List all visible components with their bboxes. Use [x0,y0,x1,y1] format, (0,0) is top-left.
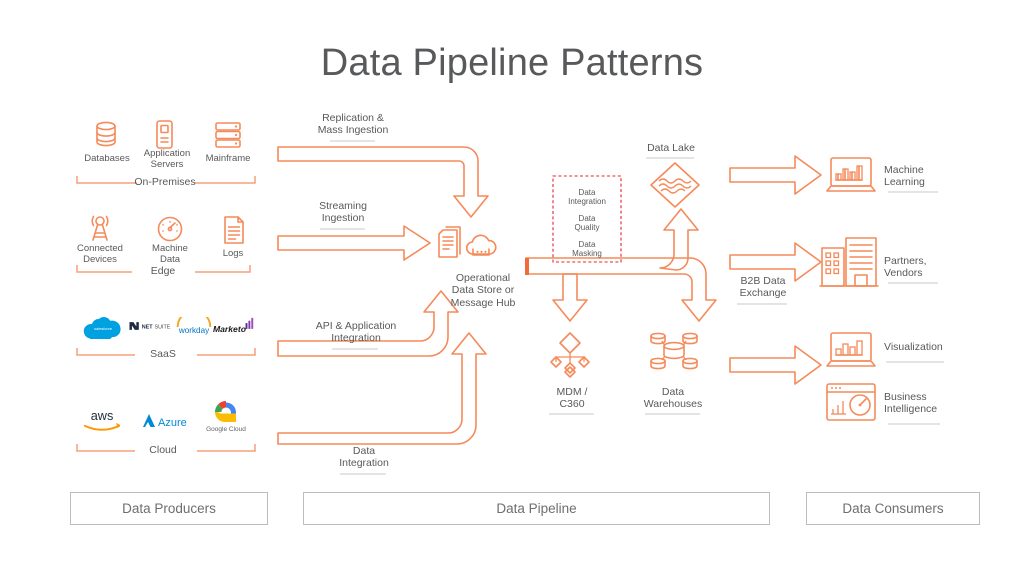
channel-label-rules [320,140,386,475]
svg-text:Google Cloud: Google Cloud [206,426,246,433]
target-label-data-lake: Data Lake [647,142,695,154]
arrow-to-mdm [552,273,588,322]
bracket-edge [76,265,251,273]
netsuite-logo: NET SUITE [128,319,182,333]
producer-group-label-cloud: Cloud [149,444,177,456]
target-label-rules [549,157,700,415]
producer-label-mainframe: Mainframe [205,153,251,164]
dashboard-gauge-icon [826,383,876,421]
footer-band-label: Data Consumers [842,501,944,516]
arrow-to-machine-learning [729,155,822,195]
producer-label-logs: Logs [222,248,244,259]
data-warehouse-icon [650,332,698,370]
application-server-icon [156,120,173,149]
arrow-to-data-lake [659,208,699,271]
mdm-hierarchy-icon [550,332,590,378]
svg-text:salesforce: salesforce [94,326,112,331]
page-title: Data Pipeline Patterns [320,42,704,84]
bracket-cloud [76,444,256,452]
consumer-label-rules [886,191,944,425]
bracket-saas [76,348,256,356]
laptop-chart-icon-viz [826,332,876,367]
consumer-label-partners-vendors: Partners,Vendors [884,255,927,280]
footer-band-data-consumers: Data Consumers [806,492,980,525]
svg-text:NET: NET [142,324,153,330]
antenna-icon [91,215,109,241]
data-lake-icon [650,162,700,208]
arrow-to-visualization [729,345,822,385]
marketo-logo: Marketo [212,316,258,336]
footer-band-label: Data Pipeline [496,501,577,516]
laptop-chart-icon-ml [826,157,876,192]
documents-cloud-icon [438,226,497,258]
svg-text:aws: aws [91,408,114,423]
logs-icon [224,216,244,244]
consumer-label-visualization: Visualization [884,341,943,353]
pipeline-central-bar [525,257,717,322]
producer-group-label-on-premises: On-Premises [134,176,196,188]
buildings-icon [819,237,879,287]
footer-band-label: Data Producers [122,501,216,516]
gauge-icon [157,216,183,242]
aws-logo: aws [80,406,124,434]
database-icon [96,121,116,147]
azure-logo: Azure [135,410,195,432]
target-label-mdm-c360: MDM /C360 [556,386,588,411]
svg-text:SUITE: SUITE [155,324,171,330]
mainframe-icon [215,122,241,148]
svg-text:workday: workday [178,326,210,335]
producer-group-label-saas: SaaS [150,348,176,360]
workday-logo: workday [170,317,218,335]
svg-text:Azure: Azure [158,417,187,429]
producer-group-label-edge: Edge [150,265,176,277]
footer-band-data-pipeline: Data Pipeline [303,492,770,525]
google-cloud-logo: Google Cloud [200,396,252,434]
arrow-api-application-integration [277,290,459,357]
processing-dashed-box [552,175,622,263]
bracket-on-premises [76,176,256,184]
svg-text:Marketo: Marketo [213,324,246,334]
arrow-streaming-ingestion [277,225,431,261]
arrow-data-integration [277,332,487,445]
producer-label-databases: Databases [84,153,130,164]
salesforce-logo: salesforce [80,313,126,339]
arrow-replication-mass-ingestion [277,146,489,218]
arrow-b2b-data-exchange [729,242,822,282]
footer-band-data-producers: Data Producers [70,492,268,525]
channel-label-replication-mass-ingestion: Replication &Mass Ingestion [317,112,389,137]
